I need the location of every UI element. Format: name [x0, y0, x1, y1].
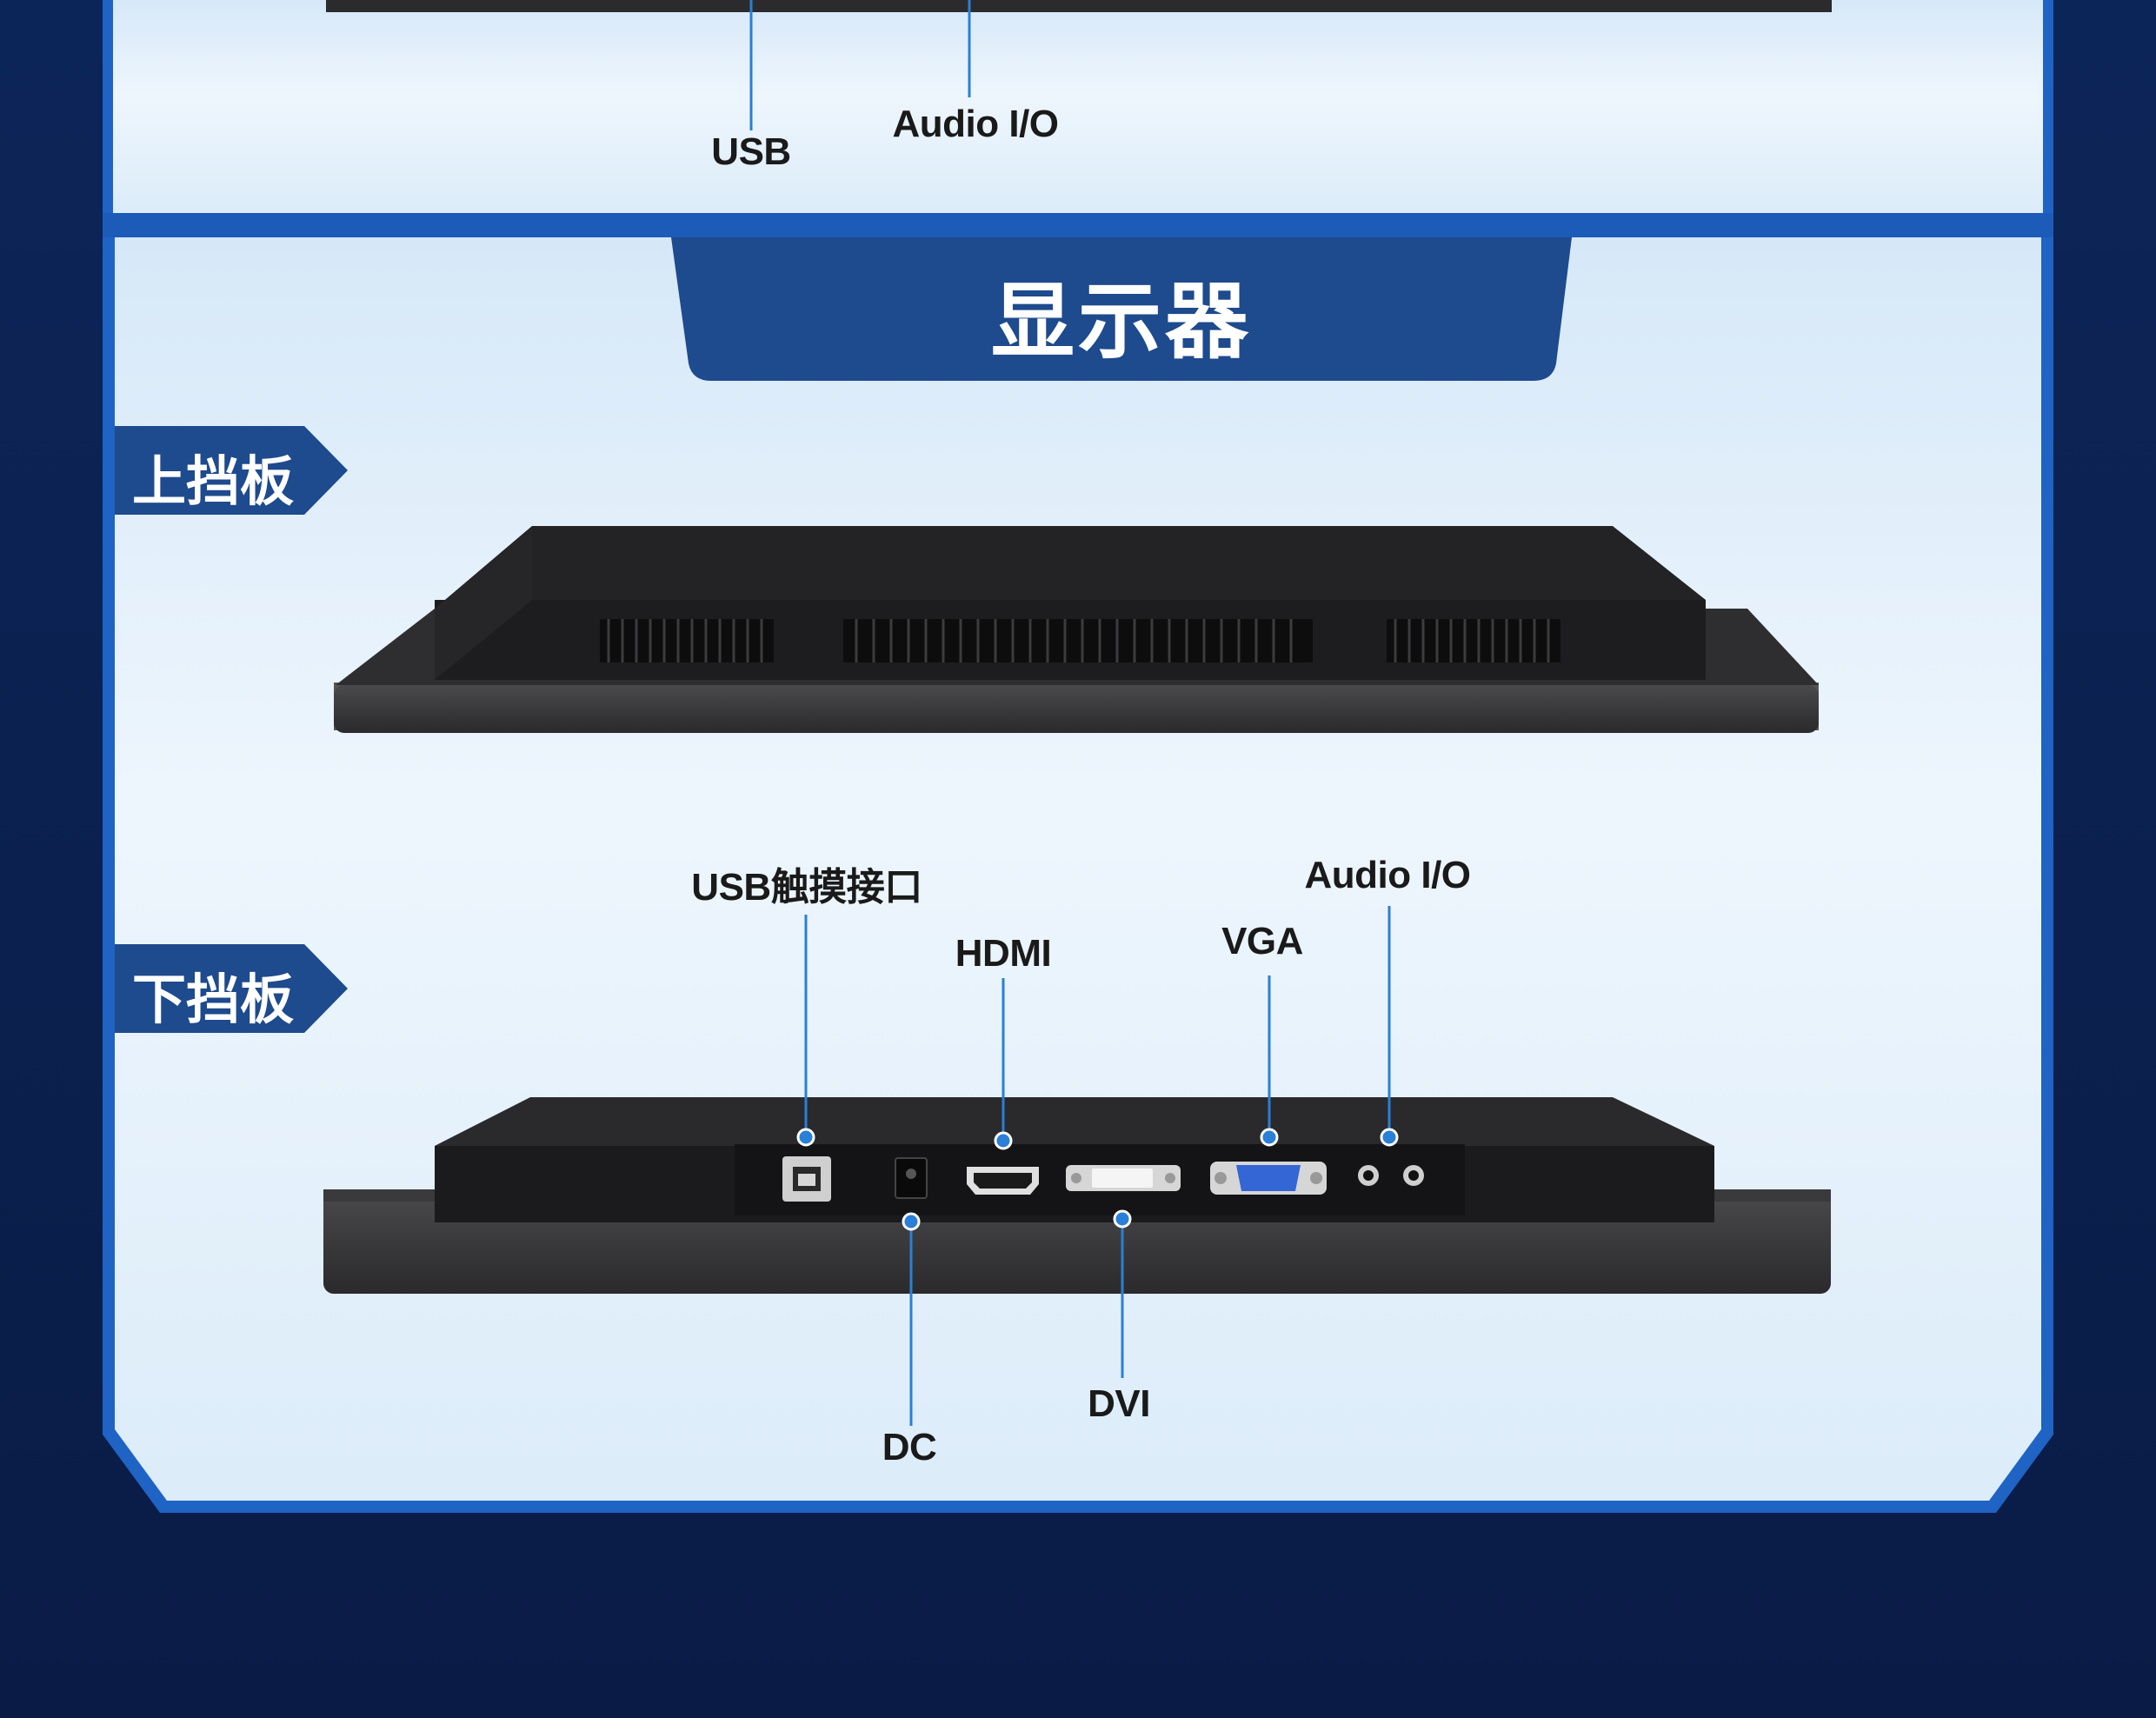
- lower-monitor-image: [323, 1097, 1831, 1294]
- title-banner: [671, 237, 1572, 381]
- top-panel: [113, 0, 2043, 213]
- leader-dots: [796, 1128, 1399, 1231]
- top-audio-label: Audio I/O: [892, 103, 1059, 145]
- port-usb-b-icon: [782, 1156, 831, 1202]
- main-panel: [115, 237, 2041, 1501]
- top-panel-left-border: [103, 0, 113, 217]
- hdmi-label: HDMI: [955, 932, 1052, 975]
- section-title: 显示器: [991, 273, 1252, 370]
- port-vga-icon: [1210, 1162, 1327, 1195]
- port-dvi-icon: [1066, 1165, 1181, 1191]
- lower-panel-tag-shape: [115, 944, 348, 1033]
- top-panel-right-border: [2043, 0, 2053, 217]
- upper-monitor-image: [334, 526, 1819, 733]
- port-hdmi-icon: [967, 1167, 1039, 1195]
- upper-panel-tag: 上挡板: [132, 449, 295, 513]
- top-usb-label: USB: [711, 130, 791, 173]
- vga-label: VGA: [1221, 920, 1303, 962]
- top-device-edge: [326, 0, 1832, 12]
- usb-touch-label: USB触摸接口: [691, 866, 922, 909]
- dc-label: DC: [882, 1426, 937, 1468]
- port-dc-icon: [895, 1157, 928, 1199]
- lower-panel-tag: 下挡板: [132, 968, 295, 1031]
- leader-lines: [804, 906, 1391, 1426]
- section-divider: [103, 213, 2053, 237]
- audio-io-label: Audio I/O: [1304, 854, 1471, 896]
- dvi-label: DVI: [1088, 1382, 1150, 1425]
- upper-panel-tag-shape: [115, 426, 348, 515]
- port-audio-icon: [1358, 1165, 1424, 1186]
